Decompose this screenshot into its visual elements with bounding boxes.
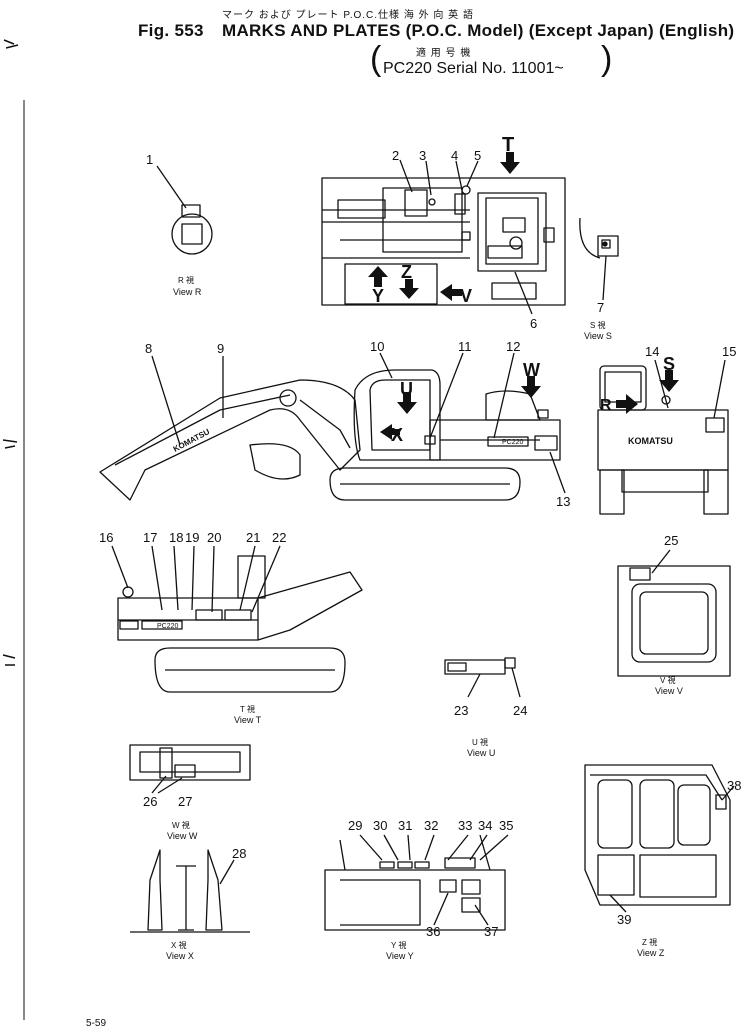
view-v-drawing	[617, 549, 731, 677]
callout-11: 11	[458, 339, 472, 354]
view-v-label: View V	[655, 686, 683, 696]
view-r-drawing	[156, 165, 213, 255]
callout-18: 18	[169, 530, 183, 545]
rear-view-arrows	[616, 370, 679, 414]
arrow-letter-v: V	[460, 286, 472, 306]
callout-30: 30	[373, 818, 387, 833]
view-s-drawing	[579, 217, 619, 301]
view-x-jp: X 視	[171, 941, 187, 950]
applicable-serial-jp: 適 用 号 機	[416, 48, 472, 59]
view-y-drawing	[324, 834, 509, 931]
view-z-jp: Z 視	[642, 938, 657, 947]
callout-28: 28	[232, 846, 246, 861]
callout-14: 14	[645, 344, 659, 359]
callout-2: 2	[392, 148, 399, 163]
callout-25: 25	[664, 533, 678, 548]
serial-paren-close: )	[601, 40, 613, 78]
callout-12: 12	[506, 339, 520, 354]
callout-32: 32	[424, 818, 438, 833]
callout-9: 9	[217, 341, 224, 356]
callout-17: 17	[143, 530, 157, 545]
callout-13: 13	[556, 494, 570, 509]
binding-marks	[2, 39, 25, 1020]
callout-6: 6	[530, 316, 537, 331]
callout-4: 4	[451, 148, 458, 163]
callout-35: 35	[499, 818, 513, 833]
callout-24: 24	[513, 703, 527, 718]
callout-20: 20	[207, 530, 221, 545]
figure-number: Fig. 553	[138, 21, 204, 40]
view-t-jp: T 視	[240, 705, 255, 714]
view-r-label: View R	[173, 287, 202, 297]
excavator-side-view	[99, 352, 566, 501]
view-w-jp: W 視	[172, 821, 190, 830]
view-t-model-decal: PC220	[157, 623, 179, 630]
side-view-arrows	[380, 376, 541, 440]
callout-7: 7	[597, 300, 604, 315]
view-w-label: View W	[167, 831, 198, 841]
callout-22: 22	[272, 530, 286, 545]
callout-29: 29	[348, 818, 362, 833]
view-u-drawing	[444, 657, 521, 698]
view-v-jp: V 視	[660, 676, 676, 685]
callout-34: 34	[478, 818, 492, 833]
arrow-letter-x: X	[391, 425, 403, 445]
callout-numbers: 1 2 3 4 5 6 7 8 9 10 11 12 13 14 15 16 1…	[99, 148, 741, 939]
callout-3: 3	[419, 148, 426, 163]
callout-26: 26	[143, 794, 157, 809]
view-w-drawing	[129, 744, 251, 794]
view-captions: R 視 View R S 視 View S T 視 View T U 視 Vie…	[166, 276, 683, 961]
view-z-label: View Z	[637, 948, 665, 958]
callout-16: 16	[99, 530, 113, 545]
top-view-arrows	[368, 152, 520, 301]
arrow-letter-t: T	[502, 134, 514, 156]
view-u-jp: U 視	[472, 738, 488, 747]
callout-39: 39	[617, 912, 631, 927]
header-japanese-line: マーク および プレート P.O.C.仕様 海 外 向 英 語	[222, 10, 474, 21]
arrow-letters: T Z Y V U X W S R	[372, 134, 675, 445]
callout-15: 15	[722, 344, 736, 359]
callout-10: 10	[370, 339, 384, 354]
rear-komatsu-decal: KOMATSU	[628, 436, 673, 446]
arrow-letter-z: Z	[401, 262, 412, 282]
side-model-decal: PC220	[502, 439, 524, 446]
view-t-drawing	[111, 545, 363, 693]
view-x-label: View X	[166, 951, 194, 961]
callout-33: 33	[458, 818, 472, 833]
page-number: 5-59	[86, 1018, 107, 1029]
serial-paren-open: (	[370, 40, 382, 78]
arrow-letter-u: U	[400, 379, 413, 399]
callout-38: 38	[727, 778, 741, 793]
callout-23: 23	[454, 703, 468, 718]
view-z-drawing	[584, 764, 735, 913]
view-s-jp: S 視	[590, 321, 606, 330]
arrow-letter-r: R	[600, 397, 612, 414]
callout-31: 31	[398, 818, 412, 833]
view-s-label: View S	[584, 331, 612, 341]
view-y-label: View Y	[386, 951, 414, 961]
arrow-letter-y: Y	[372, 286, 384, 306]
callout-36: 36	[426, 924, 440, 939]
top-view-drawing	[321, 159, 566, 315]
callout-8: 8	[145, 341, 152, 356]
callout-21: 21	[246, 530, 260, 545]
serial-range: PC220 Serial No. 11001~	[383, 60, 564, 77]
callout-1: 1	[146, 152, 153, 167]
callout-37: 37	[484, 924, 498, 939]
callout-27: 27	[178, 794, 192, 809]
view-x-drawing	[130, 849, 250, 933]
callout-19: 19	[185, 530, 199, 545]
arrow-letter-w: W	[523, 360, 540, 380]
view-u-label: View U	[467, 748, 495, 758]
callout-5: 5	[474, 148, 481, 163]
arrow-letter-s: S	[663, 354, 675, 374]
view-r-jp: R 視	[178, 276, 194, 285]
figure-title: MARKS AND PLATES (P.O.C. Model) (Except …	[222, 21, 735, 40]
view-y-jp: Y 視	[391, 941, 406, 950]
view-t-label: View T	[234, 715, 262, 725]
